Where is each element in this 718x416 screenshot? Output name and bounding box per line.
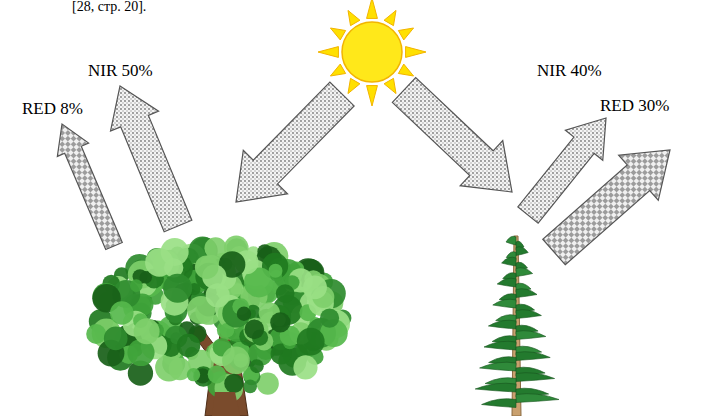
conifer-branch — [516, 247, 528, 256]
sun-ray — [348, 10, 360, 25]
leaf-cluster — [145, 248, 173, 276]
reference-note: [28, стр. 20]. — [72, 0, 146, 14]
leaf-cluster — [206, 283, 230, 307]
sun-ray — [348, 78, 360, 93]
sun-ray — [398, 64, 413, 76]
leaf-cluster — [243, 379, 257, 393]
sun-ray — [384, 78, 396, 93]
leaf-cluster — [303, 275, 327, 299]
leaf-cluster — [293, 355, 317, 379]
conifer-branch — [516, 331, 546, 340]
conifer-branch — [516, 394, 559, 403]
conifer-branch — [516, 289, 537, 298]
leaf-cluster — [224, 374, 243, 393]
leaf-cluster — [222, 347, 250, 375]
sun-ray — [318, 47, 338, 58]
sun-disc — [342, 22, 402, 82]
leaf-cluster — [130, 279, 143, 292]
conifer-branch — [506, 236, 516, 245]
conifer-branch — [516, 352, 550, 361]
leaf-cluster — [320, 308, 339, 327]
conifer-branch — [493, 299, 516, 308]
leaf-cluster — [250, 359, 264, 373]
light-arrows — [57, 78, 670, 265]
leaf-cluster — [208, 365, 226, 383]
incident-light-arrow — [236, 82, 354, 202]
leaf-cluster — [268, 264, 282, 278]
conifer-branch — [488, 320, 516, 329]
reflectance-label: RED 30% — [600, 97, 669, 114]
leaf-cluster — [270, 312, 290, 332]
conifer-branch — [482, 399, 516, 408]
conifer-tree — [475, 236, 559, 416]
conifer-branch — [516, 268, 533, 277]
leaf-cluster — [244, 319, 264, 339]
reflectance-label: NIR 40% — [537, 62, 602, 79]
conifer-branch — [475, 383, 516, 392]
leaf-cluster — [163, 274, 192, 303]
leaf-cluster — [134, 318, 160, 344]
leaf-cluster — [195, 255, 219, 279]
sun-ray — [330, 28, 345, 40]
broadleaf-tree — [86, 236, 351, 416]
conifer-branch — [502, 257, 516, 266]
reflectance-label: NIR 50% — [88, 62, 153, 79]
leaf-cluster — [110, 301, 134, 325]
leaf-cluster — [237, 307, 251, 321]
sun-ray — [367, 86, 378, 106]
sun-ray — [367, 0, 378, 18]
conifer-branch — [480, 362, 516, 371]
reflectance-label: RED 8% — [22, 100, 83, 117]
leaf-cluster — [104, 327, 128, 351]
conifer-branch — [484, 341, 516, 350]
conifer-branch — [497, 278, 516, 287]
leaf-cluster — [177, 334, 200, 357]
leaf-cluster — [187, 368, 200, 381]
leaf-cluster — [86, 324, 106, 344]
sun-ray — [330, 64, 345, 76]
sun-ray — [398, 28, 413, 40]
nir-reflection-arrow — [111, 86, 192, 232]
sun-ray — [384, 10, 396, 25]
sun-ray — [406, 47, 426, 58]
red-reflection-arrow — [57, 124, 122, 250]
incident-light-arrow — [392, 78, 512, 192]
conifer-branch — [516, 373, 555, 382]
conifer-branch — [516, 310, 541, 319]
leaf-cluster — [297, 328, 325, 356]
trees — [86, 236, 559, 416]
leaf-cluster — [276, 284, 295, 303]
red-reflection-arrow — [543, 150, 670, 265]
